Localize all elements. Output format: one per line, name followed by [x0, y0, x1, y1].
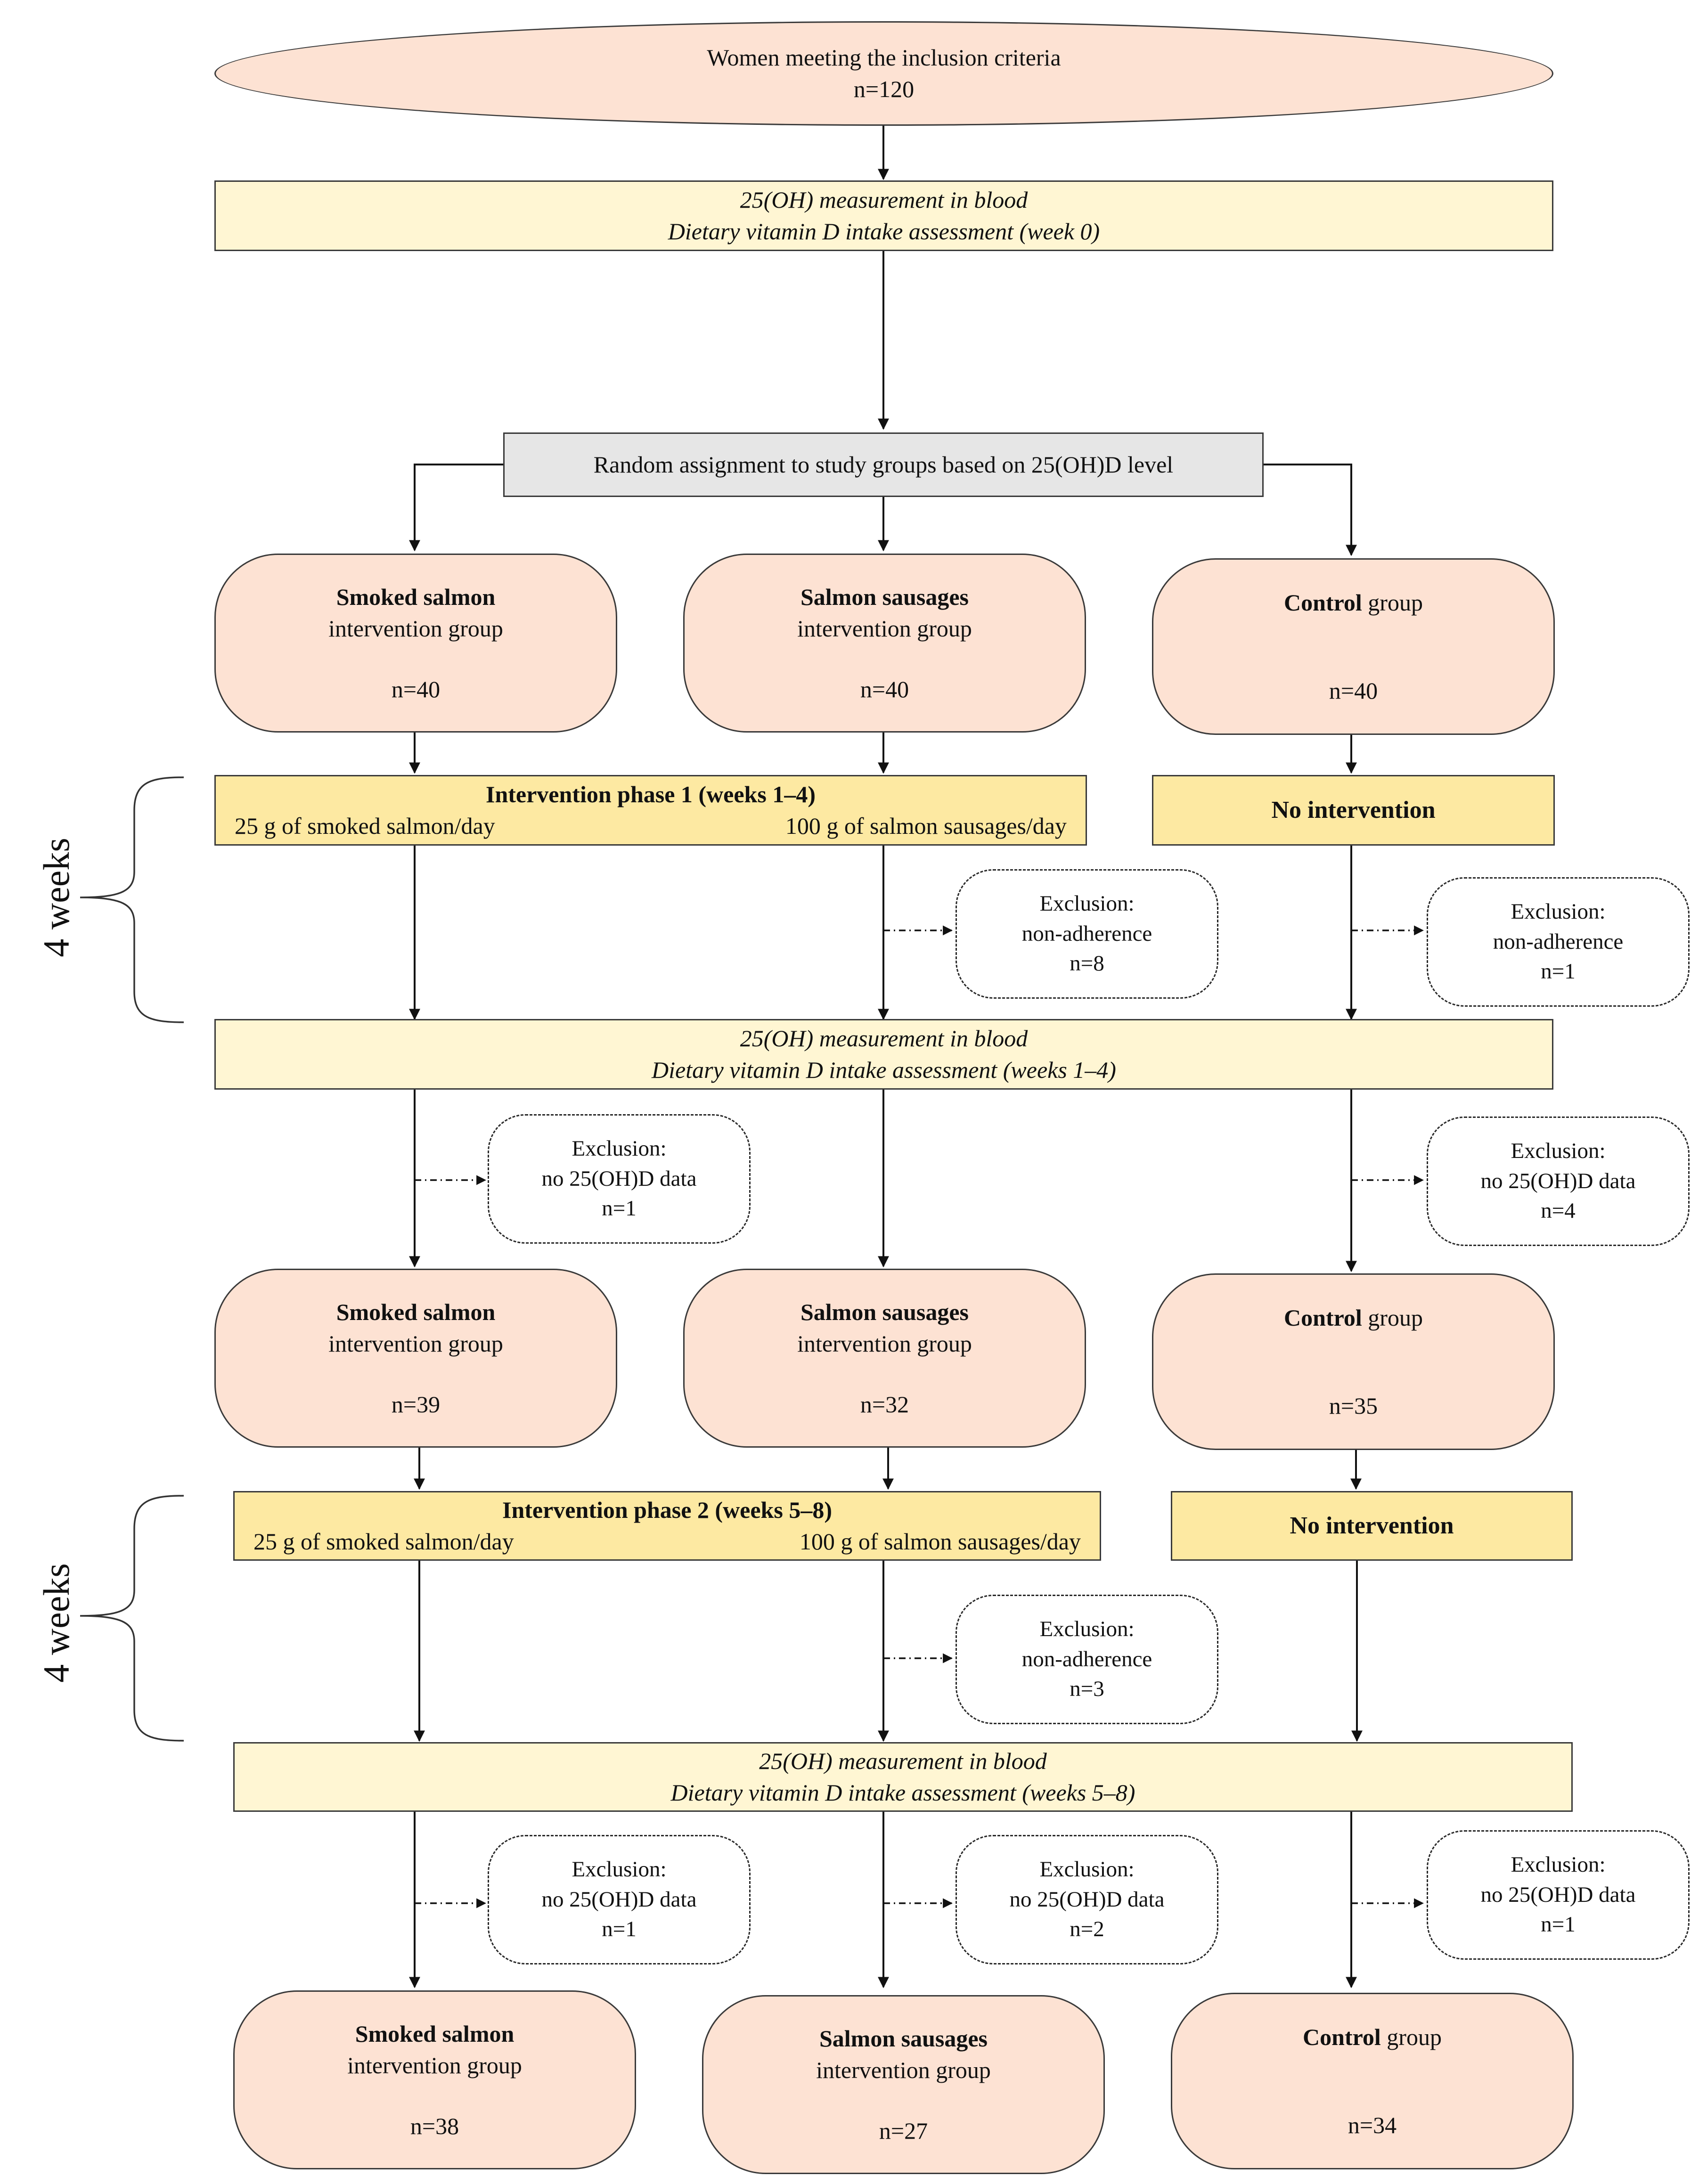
- group-name: Salmon sausages: [800, 583, 969, 610]
- exclusion-final-control: Exclusion: no 25(OH)D data n=1: [1427, 1830, 1690, 1960]
- start-label: Women meeting the inclusion criteria: [707, 44, 1061, 71]
- start-count: n=120: [853, 76, 915, 102]
- phase2-title: Intervention phase 2 (weeks 5–8): [502, 1497, 832, 1523]
- group-name: Smoked salmon: [336, 583, 496, 610]
- group-count: n=40: [391, 676, 441, 702]
- group-count: n=40: [860, 676, 909, 702]
- group-mid-salmon-sausages: Salmon sausages intervention group n=32: [683, 1269, 1086, 1448]
- exclusion-final-salmon: Exclusion: no 25(OH)D data n=1: [488, 1835, 751, 1964]
- phase2-salmon-dose: 25 g of smoked salmon/day: [253, 1528, 514, 1555]
- group-initial-salmon-sausages: Salmon sausages intervention group n=40: [683, 554, 1086, 733]
- group-sub: intervention group: [328, 615, 503, 642]
- phase1-box: Intervention phase 1 (weeks 1–4) 25 g of…: [214, 775, 1087, 846]
- exclusion-mid-salmon: Exclusion: no 25(OH)D data n=1: [488, 1114, 751, 1244]
- side-label-phase1: 4 weeks: [36, 838, 77, 957]
- exclusion-final-sausages: Exclusion: no 25(OH)D data n=2: [956, 1835, 1218, 1964]
- randomization-box: Random assignment to study groups based …: [503, 432, 1264, 497]
- group-initial-smoked-salmon: Smoked salmon intervention group n=40: [214, 554, 617, 733]
- group-initial-control: Control group n=40: [1152, 558, 1555, 735]
- brace-phase1: [80, 776, 184, 1023]
- exclusion-phase2-sausages: Exclusion: non-adherence n=3: [956, 1595, 1218, 1724]
- group-suffix: group: [1362, 589, 1423, 616]
- baseline-line2: Dietary vitamin D intake assessment (wee…: [668, 218, 1100, 244]
- phase1-salmon-dose: 25 g of smoked salmon/day: [235, 813, 495, 839]
- mid-measurement-box: 25(OH) measurement in blood Dietary vita…: [214, 1019, 1553, 1090]
- group-mid-smoked-salmon: Smoked salmon intervention group n=39: [214, 1269, 617, 1448]
- group-mid-control: Control group n=35: [1152, 1273, 1555, 1450]
- side-label-phase2: 4 weeks: [36, 1563, 77, 1683]
- start-oval: Women meeting the inclusion criteria n=1…: [214, 21, 1553, 126]
- group-count: n=40: [1329, 677, 1378, 704]
- group-name: Control: [1284, 589, 1362, 616]
- group-final-salmon-sausages: Salmon sausages intervention group n=27: [702, 1995, 1105, 2174]
- final-measurement-box: 25(OH) measurement in blood Dietary vita…: [233, 1742, 1573, 1812]
- group-sub: intervention group: [797, 615, 972, 642]
- exclusion-phase1-sausages: Exclusion: non-adherence n=8: [956, 869, 1218, 999]
- phase1-title: Intervention phase 1 (weeks 1–4): [486, 781, 816, 807]
- group-title: Control group: [1284, 587, 1423, 619]
- group-final-control: Control group n=34: [1171, 1993, 1574, 2169]
- baseline-line1: 25(OH) measurement in blood: [740, 187, 1028, 213]
- arrow-random-to-control: [1264, 464, 1357, 556]
- phase1-sausage-dose: 100 g of salmon sausages/day: [785, 813, 1067, 839]
- exclusion-mid-control: Exclusion: no 25(OH)D data n=4: [1427, 1116, 1690, 1246]
- group-final-smoked-salmon: Smoked salmon intervention group n=38: [233, 1990, 636, 2169]
- phase2-no-intervention: No intervention: [1171, 1491, 1573, 1561]
- no-intervention-label: No intervention: [1271, 797, 1436, 824]
- phase1-no-intervention: No intervention: [1152, 775, 1555, 846]
- exclusion-phase1-control: Exclusion: non-adherence n=1: [1427, 877, 1690, 1007]
- arrow-random-to-salmon: [409, 464, 503, 552]
- phase2-sausage-dose: 100 g of salmon sausages/day: [799, 1528, 1081, 1555]
- phase2-box: Intervention phase 2 (weeks 5–8) 25 g of…: [233, 1491, 1101, 1561]
- brace-phase2: [80, 1495, 184, 1742]
- baseline-measurement-box: 25(OH) measurement in blood Dietary vita…: [214, 180, 1553, 251]
- randomization-label: Random assignment to study groups based …: [593, 451, 1174, 478]
